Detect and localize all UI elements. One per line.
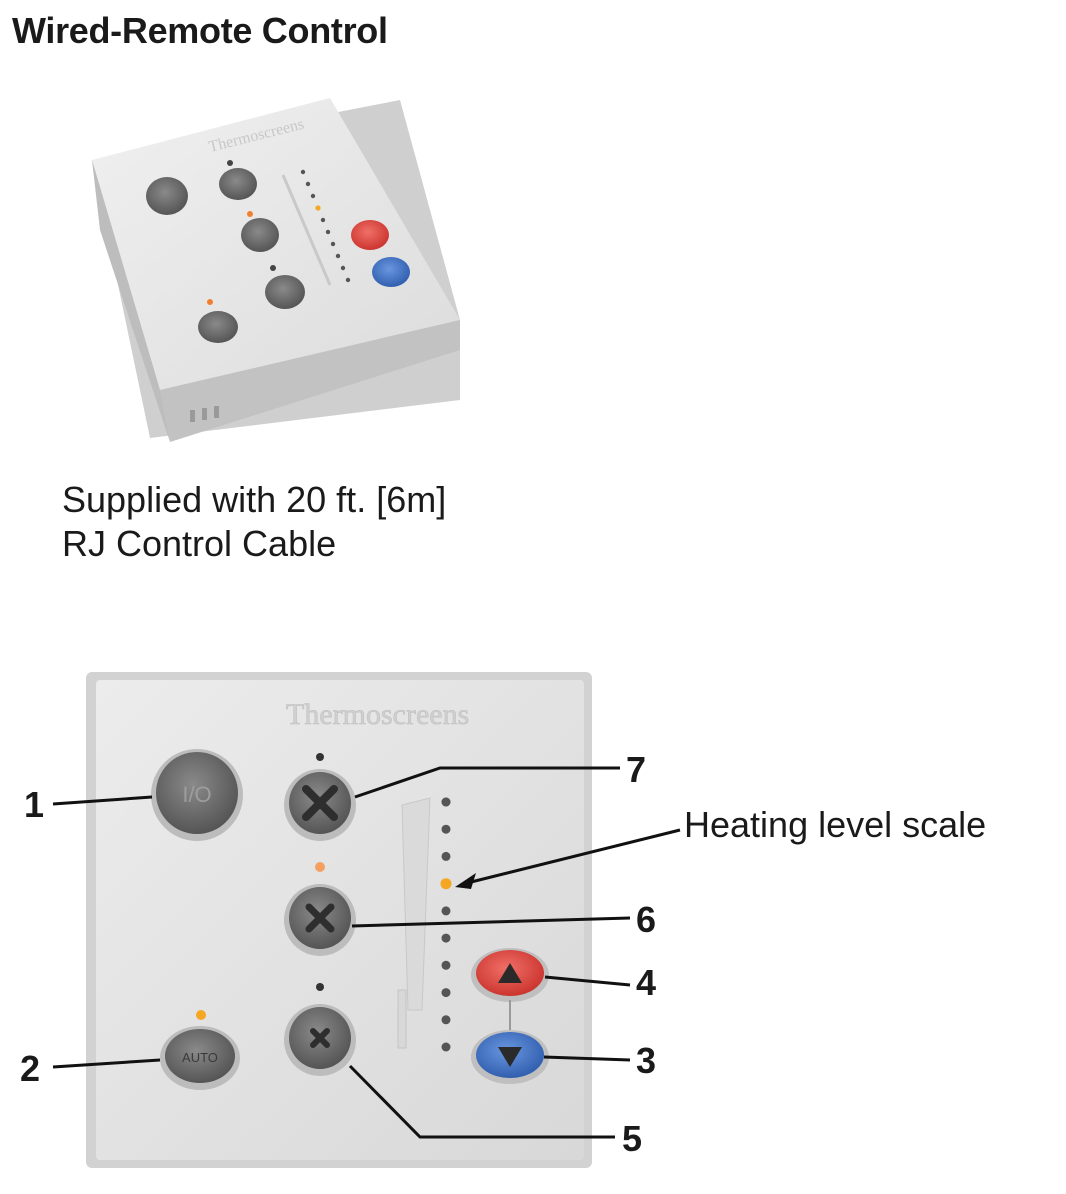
scale-led — [441, 851, 451, 861]
caption-line-2: RJ Control Cable — [62, 523, 337, 564]
scale-led-active — [440, 878, 452, 890]
callout-7: 7 — [626, 749, 647, 790]
scale-led — [441, 1015, 451, 1025]
scale-led — [441, 960, 451, 970]
callout-1: 1 — [24, 784, 45, 825]
callout-3: 3 — [636, 1040, 657, 1081]
scale-led — [441, 1042, 451, 1052]
scale-led — [441, 797, 451, 807]
svg-text:AUTO: AUTO — [182, 1050, 218, 1065]
heating-level-scale-label: Heating level scale — [684, 804, 987, 845]
scale-led — [441, 933, 451, 943]
device-perspective-photo: Thermoscreens — [92, 98, 460, 442]
callout-4: 4 — [636, 962, 657, 1003]
callout-leader-lines — [52, 766, 681, 1139]
callout-6: 6 — [636, 899, 657, 940]
svg-text:Thermoscreens: Thermoscreens — [286, 698, 469, 731]
callout-2: 2 — [20, 1048, 41, 1089]
heating-scale-arrowhead — [455, 873, 476, 889]
cable-caption: Supplied with 20 ft. [6m] RJ Control Cab… — [62, 478, 446, 566]
callout-5: 5 — [622, 1118, 643, 1159]
caption-line-1: Supplied with 20 ft. [6m] — [62, 479, 447, 520]
device-front-view: Thermoscreens I/O AUTO — [86, 672, 592, 1168]
scale-led — [441, 988, 451, 998]
page-title: Wired-Remote Control — [12, 10, 388, 51]
scale-led — [441, 906, 451, 916]
svg-text:I/O: I/O — [182, 782, 211, 807]
scale-led — [441, 824, 451, 834]
